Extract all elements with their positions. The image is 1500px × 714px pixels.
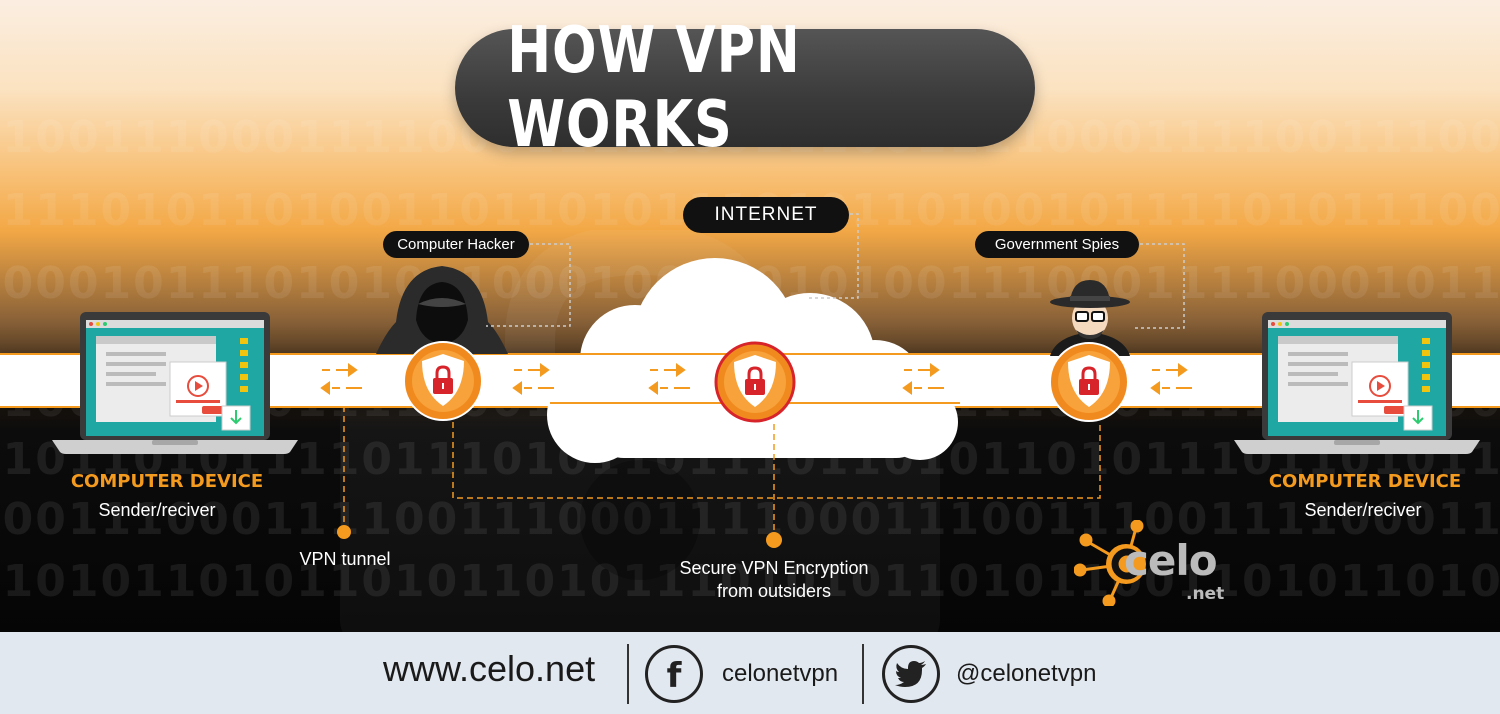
facebook-handle[interactable]: celonetvpn xyxy=(722,660,838,688)
footer-divider xyxy=(862,644,864,704)
internet-label: INTERNET xyxy=(683,197,849,233)
logo-suffix: .net xyxy=(1186,584,1224,604)
logo-wordmark: celo xyxy=(1124,536,1217,585)
facebook-icon[interactable]: f xyxy=(645,645,703,703)
spies-label: Government Spies xyxy=(975,231,1139,258)
page-title: HOW VPN WORKS xyxy=(507,14,983,162)
vpn-tunnel-caption: VPN tunnel xyxy=(290,549,400,570)
infographic-scene: 1100111000111100011110001110011110001111… xyxy=(0,0,1500,632)
laptop-icon xyxy=(52,310,298,454)
right-device-subtitle: Sender/reciver xyxy=(1258,500,1468,521)
encryption-caption-line2: from outsiders xyxy=(664,581,884,602)
left-device-subtitle: Sender/reciver xyxy=(52,500,262,521)
hacker-label: Computer Hacker xyxy=(383,231,529,258)
title-banner: HOW VPN WORKS xyxy=(455,29,1035,147)
laptop-icon xyxy=(1234,310,1480,454)
footer-divider xyxy=(627,644,629,704)
twitter-handle[interactable]: @celonetvpn xyxy=(956,660,1096,688)
right-device-title: COMPUTER DEVICE xyxy=(1250,471,1480,492)
twitter-icon[interactable] xyxy=(882,645,940,703)
left-device-title: COMPUTER DEVICE xyxy=(52,471,282,492)
website-link[interactable]: www.celo.net xyxy=(383,648,595,690)
encryption-caption-line1: Secure VPN Encryption xyxy=(664,558,884,579)
